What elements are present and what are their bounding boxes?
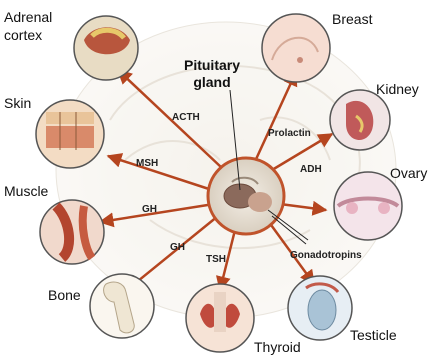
hormone-msh: MSH <box>136 158 158 169</box>
organ-muscle <box>40 200 104 264</box>
hormone-gonadotropins: Gonadotropins <box>290 250 362 261</box>
hormone-prolactin: Prolactin <box>268 128 311 139</box>
organ-thyroid <box>186 284 254 352</box>
label-testicle: Testicle <box>350 327 397 343</box>
hormone-gh-muscle: GH <box>142 204 157 215</box>
organ-adrenal <box>74 16 138 80</box>
label-adrenal-line1: Adrenal <box>4 9 52 25</box>
label-breast: Breast <box>332 11 373 27</box>
hormone-adh: ADH <box>300 164 322 175</box>
organ-breast <box>262 14 330 82</box>
organ-testicle <box>288 276 352 340</box>
label-bone: Bone <box>48 287 81 303</box>
pituitary-title-line1: Pituitary <box>184 57 240 73</box>
organ-skin <box>36 100 104 168</box>
label-muscle: Muscle <box>4 183 49 199</box>
hormone-gh-bone: GH <box>170 242 185 253</box>
pituitary-title-line2: gland <box>193 74 230 90</box>
label-kidney: Kidney <box>376 81 419 97</box>
label-thyroid: Thyroid <box>254 339 301 355</box>
organ-bone <box>90 274 154 338</box>
hormone-acth: ACTH <box>172 112 200 123</box>
hormone-tsh: TSH <box>206 254 226 265</box>
label-skin: Skin <box>4 95 31 111</box>
organ-kidney <box>330 90 390 150</box>
organ-ovary <box>334 172 402 240</box>
label-ovary: Ovary <box>390 165 427 181</box>
label-adrenal-line2: cortex <box>4 27 42 43</box>
